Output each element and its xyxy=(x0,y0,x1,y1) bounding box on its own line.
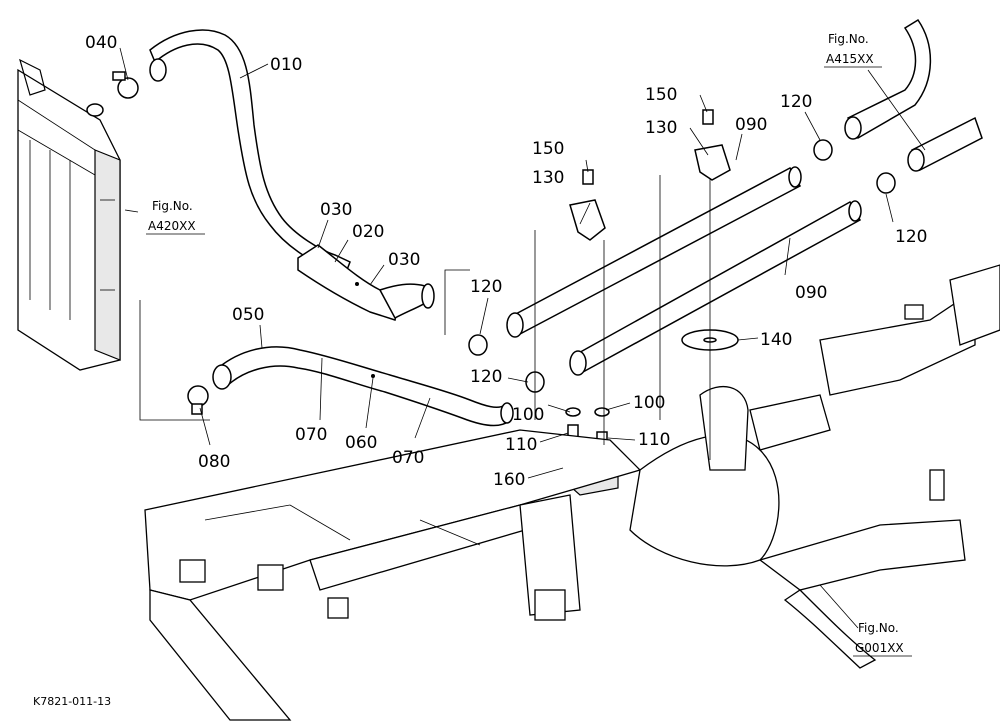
callout-130-right: 130 xyxy=(645,118,677,138)
callout-020: 020 xyxy=(352,222,384,242)
callout-120-d: 120 xyxy=(895,227,927,247)
callout-labels: 010 040 030 020 030 050 070 060 070 080 … xyxy=(85,33,927,490)
callout-070-left: 070 xyxy=(295,425,327,445)
figref-frame-code: G001XX xyxy=(855,641,904,655)
callout-160: 160 xyxy=(493,470,525,490)
callout-120-c: 120 xyxy=(780,92,812,112)
callout-120-a: 120 xyxy=(470,277,502,297)
callout-100-right: 100 xyxy=(633,393,665,413)
callout-130-left: 130 xyxy=(532,168,564,188)
callout-010: 010 xyxy=(270,55,302,75)
upper-hose xyxy=(149,29,351,277)
callout-110-right: 110 xyxy=(638,430,670,450)
figure-reference-engine: Fig.No. A415XX xyxy=(824,32,882,68)
callout-150-left: 150 xyxy=(532,139,564,159)
lower-hose xyxy=(212,282,514,427)
figref-radiator-label: Fig.No. xyxy=(152,199,193,213)
callout-080: 080 xyxy=(198,452,230,472)
callout-150-right: 150 xyxy=(645,85,677,105)
callout-100-left: 100 xyxy=(512,405,544,425)
callout-030-lower: 030 xyxy=(388,250,420,270)
callout-070-right: 070 xyxy=(392,448,424,468)
figref-engine-code: A415XX xyxy=(826,52,874,66)
figure-reference-frame: Fig.No. G001XX xyxy=(853,621,912,657)
figref-engine-label: Fig.No. xyxy=(828,32,869,46)
callout-110-left: 110 xyxy=(505,435,537,455)
figref-radiator-code: A420XX xyxy=(148,219,196,233)
callout-030-upper: 030 xyxy=(320,200,352,220)
callout-040: 040 xyxy=(85,33,117,53)
engine-hoses xyxy=(844,18,983,172)
leader-lines xyxy=(119,47,926,629)
callout-050: 050 xyxy=(232,305,264,325)
figure-reference-radiator: Fig.No. A420XX xyxy=(146,199,205,235)
figref-frame-label: Fig.No. xyxy=(858,621,899,635)
upper-metal-pipe xyxy=(297,244,435,321)
pipe-brackets xyxy=(569,109,731,241)
callout-090-bottom: 090 xyxy=(795,283,827,303)
clamp-040 xyxy=(112,71,139,99)
document-id: K7821-011-13 xyxy=(33,695,111,708)
callout-140: 140 xyxy=(760,330,792,350)
radiator-assembly xyxy=(17,58,121,371)
vehicle-frame xyxy=(144,264,1000,721)
clamp-080 xyxy=(187,385,209,415)
callout-120-b: 120 xyxy=(470,367,502,387)
callout-060: 060 xyxy=(345,433,377,453)
callout-090-top: 090 xyxy=(735,115,767,135)
